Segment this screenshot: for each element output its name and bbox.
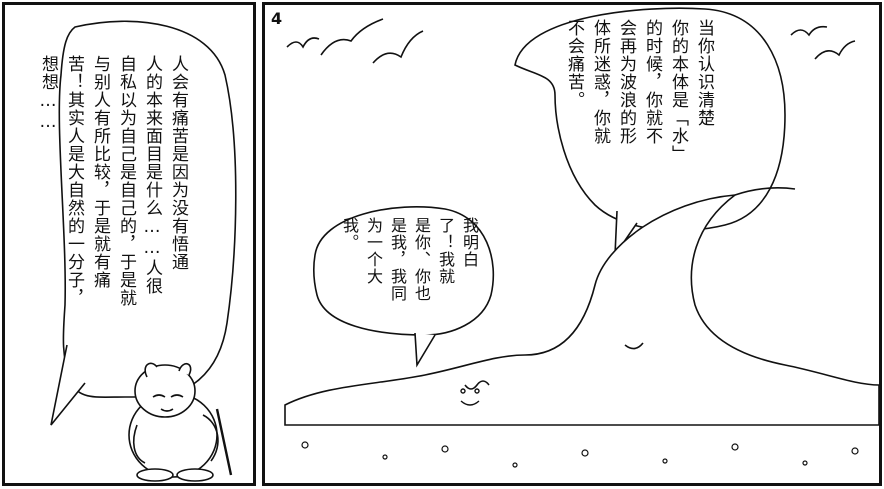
comic-panel-right: 4 <box>262 2 882 486</box>
panel-number: 4 <box>271 9 283 28</box>
seagull-icon <box>286 37 320 49</box>
panel-left-artwork <box>50 20 237 482</box>
speech-bubble-small-text: 我明白 了！我就 是你、你也 是我，我同 为一个大 我。 <box>340 217 479 302</box>
seagull-icon <box>790 25 828 37</box>
seagull-icon <box>320 18 384 56</box>
speech-bubble-left <box>58 20 237 398</box>
comic-panel-left: 人会有痛苦是因为没有悟通 人的本来面目是什么……人很 自私以为自己是自己的，于是… <box>2 2 256 486</box>
sand-dots <box>301 441 859 468</box>
seagull-icons <box>286 18 856 64</box>
speech-bubble-tail-left <box>50 344 86 426</box>
wave-icon <box>284 187 879 426</box>
speech-bubble-small <box>312 206 495 336</box>
hamster-character-icon <box>128 362 233 482</box>
speech-bubble-large <box>514 7 786 232</box>
speech-bubble-large-text: 当你认识清楚 你的本体是「水」 的时候，你就不 会再为波浪的形 体所迷惑，你就 … <box>564 19 714 163</box>
panel-right-artwork <box>284 7 879 468</box>
speech-bubble-small-tail <box>414 332 436 368</box>
wave-face-icon <box>460 388 480 406</box>
seagull-icon <box>372 30 424 64</box>
seagull-icon <box>814 40 856 60</box>
speech-bubble-left-text: 人会有痛苦是因为没有悟通 人的本来面目是什么……人很 自私以为自己是自己的，于是… <box>38 55 188 307</box>
